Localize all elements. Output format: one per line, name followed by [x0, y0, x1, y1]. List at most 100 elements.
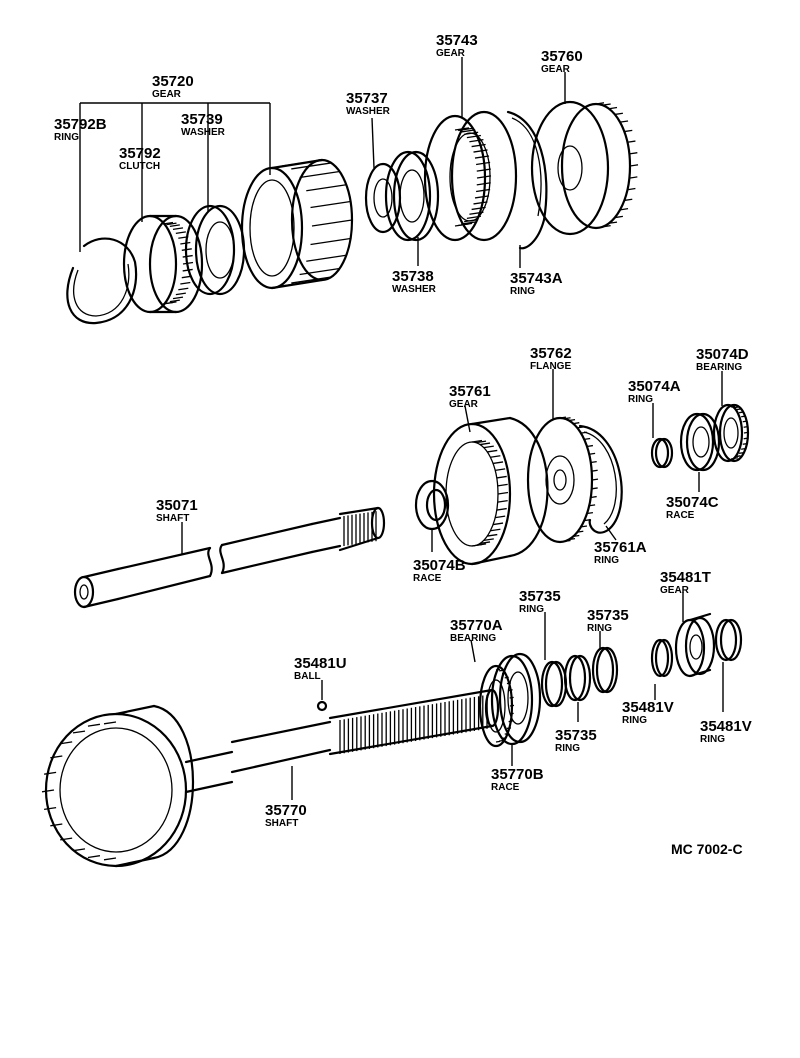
callout-35074c: 35074C RACE [666, 494, 719, 521]
part-35481v-ring-left [650, 638, 674, 678]
callout-35761: 35761 GEAR [449, 383, 491, 410]
svg-text:RING: RING [622, 715, 647, 726]
callout-35074a: 35074A RING [628, 378, 681, 405]
part-35743-gear [423, 110, 518, 242]
svg-text:35720: 35720 [152, 73, 194, 90]
svg-text:35761: 35761 [449, 383, 491, 400]
callout-35737: 35737 WASHER [346, 90, 391, 117]
callout-35481t: 35481T GEAR [660, 569, 711, 596]
svg-text:35735: 35735 [587, 607, 629, 624]
part-35720-gear [240, 158, 354, 290]
svg-text:GEAR: GEAR [152, 89, 182, 100]
part-35074c-race [679, 412, 721, 472]
part-35770-shaft [41, 688, 500, 868]
svg-text:35481V: 35481V [700, 718, 752, 735]
svg-text:BEARING: BEARING [696, 362, 742, 373]
svg-text:35074C: 35074C [666, 494, 719, 511]
callout-35735-right: 35735 RING [587, 607, 629, 634]
svg-text:WASHER: WASHER [346, 106, 391, 117]
svg-text:SHAFT: SHAFT [265, 818, 298, 829]
part-35481u-ball [316, 700, 328, 712]
svg-text:35760: 35760 [541, 48, 583, 65]
svg-text:35074B: 35074B [413, 557, 466, 574]
callout-35735-top: 35735 RING [519, 588, 561, 615]
leader-lines [79, 57, 724, 800]
svg-text:RING: RING [628, 394, 653, 405]
callout-35481v-right: 35481V RING [700, 718, 752, 745]
callout-35071: 35071 SHAFT [156, 497, 198, 524]
svg-text:WASHER: WASHER [392, 284, 437, 295]
svg-text:GEAR: GEAR [436, 48, 466, 59]
part-35074a-ring [650, 437, 674, 469]
part-35071-shaft [73, 506, 386, 609]
callout-35481v-left: 35481V RING [622, 699, 674, 726]
svg-text:35761A: 35761A [594, 539, 647, 556]
svg-text:35074D: 35074D [696, 346, 749, 363]
svg-text:FLANGE: FLANGE [530, 361, 571, 372]
svg-text:SHAFT: SHAFT [156, 513, 189, 524]
callout-35762: 35762 FLANGE [530, 345, 572, 372]
callout-35074d: 35074D BEARING [696, 346, 749, 373]
diagram-code: MC 7002-C [671, 841, 743, 857]
svg-text:35481V: 35481V [622, 699, 674, 716]
svg-text:35071: 35071 [156, 497, 198, 514]
svg-text:35481U: 35481U [294, 655, 347, 672]
callout-35770: 35770 SHAFT [265, 802, 307, 829]
part-35481t-gear [674, 612, 716, 678]
callout-35792: 35792 CLUTCH [119, 145, 161, 172]
callout-35739: 35739 WASHER [181, 111, 226, 138]
callout-35761a: 35761A RING [594, 539, 647, 566]
svg-text:RACE: RACE [491, 782, 520, 793]
svg-text:RING: RING [54, 132, 79, 143]
part-35761-gear [432, 416, 549, 566]
svg-text:35762: 35762 [530, 345, 572, 362]
part-35735-rings [540, 646, 619, 708]
callout-35738: 35738 WASHER [392, 268, 437, 295]
svg-text:RING: RING [594, 555, 619, 566]
callout-35743a: 35743A RING [510, 270, 563, 297]
svg-text:35792: 35792 [119, 145, 161, 162]
svg-text:BEARING: BEARING [450, 633, 496, 644]
svg-text:GEAR: GEAR [541, 64, 571, 75]
svg-text:RING: RING [700, 734, 725, 745]
svg-text:35792B: 35792B [54, 116, 107, 133]
svg-text:CLUTCH: CLUTCH [119, 161, 160, 172]
svg-text:35735: 35735 [555, 727, 597, 744]
part-35760-gear [530, 100, 639, 236]
part-35738-washer [384, 150, 440, 242]
part-35481v-ring-right [714, 618, 743, 662]
svg-text:35743A: 35743A [510, 270, 563, 287]
callout-35743: 35743 GEAR [436, 32, 478, 59]
svg-text:35735: 35735 [519, 588, 561, 605]
svg-text:35770B: 35770B [491, 766, 544, 783]
svg-text:35770: 35770 [265, 802, 307, 819]
svg-text:RING: RING [519, 604, 544, 615]
svg-text:RING: RING [587, 623, 612, 634]
callout-35792b: 35792B RING [54, 116, 107, 143]
svg-text:GEAR: GEAR [660, 585, 690, 596]
callout-35770b: 35770B RACE [491, 766, 544, 793]
svg-text:35737: 35737 [346, 90, 388, 107]
svg-text:RACE: RACE [413, 573, 442, 584]
part-35074b-race [414, 479, 450, 531]
svg-text:35770A: 35770A [450, 617, 503, 634]
svg-text:35481T: 35481T [660, 569, 711, 586]
callout-35735-bottom: 35735 RING [555, 727, 597, 754]
callout-35760: 35760 GEAR [541, 48, 583, 75]
callout-35074b: 35074B RACE [413, 557, 466, 584]
svg-text:RING: RING [555, 743, 580, 754]
svg-text:35743: 35743 [436, 32, 478, 49]
callout-35770a: 35770A BEARING [450, 617, 503, 644]
svg-text:35738: 35738 [392, 268, 434, 285]
part-35739-washer [184, 204, 246, 296]
svg-text:GEAR: GEAR [449, 399, 479, 410]
part-35743a-ring [506, 110, 548, 250]
svg-text:RACE: RACE [666, 510, 695, 521]
svg-text:35074A: 35074A [628, 378, 681, 395]
svg-text:35739: 35739 [181, 111, 223, 128]
callout-35720: 35720 GEAR [152, 73, 194, 100]
svg-text:WASHER: WASHER [181, 127, 226, 138]
part-35761a-ring [578, 424, 623, 534]
part-35074d-bearing [712, 403, 750, 463]
